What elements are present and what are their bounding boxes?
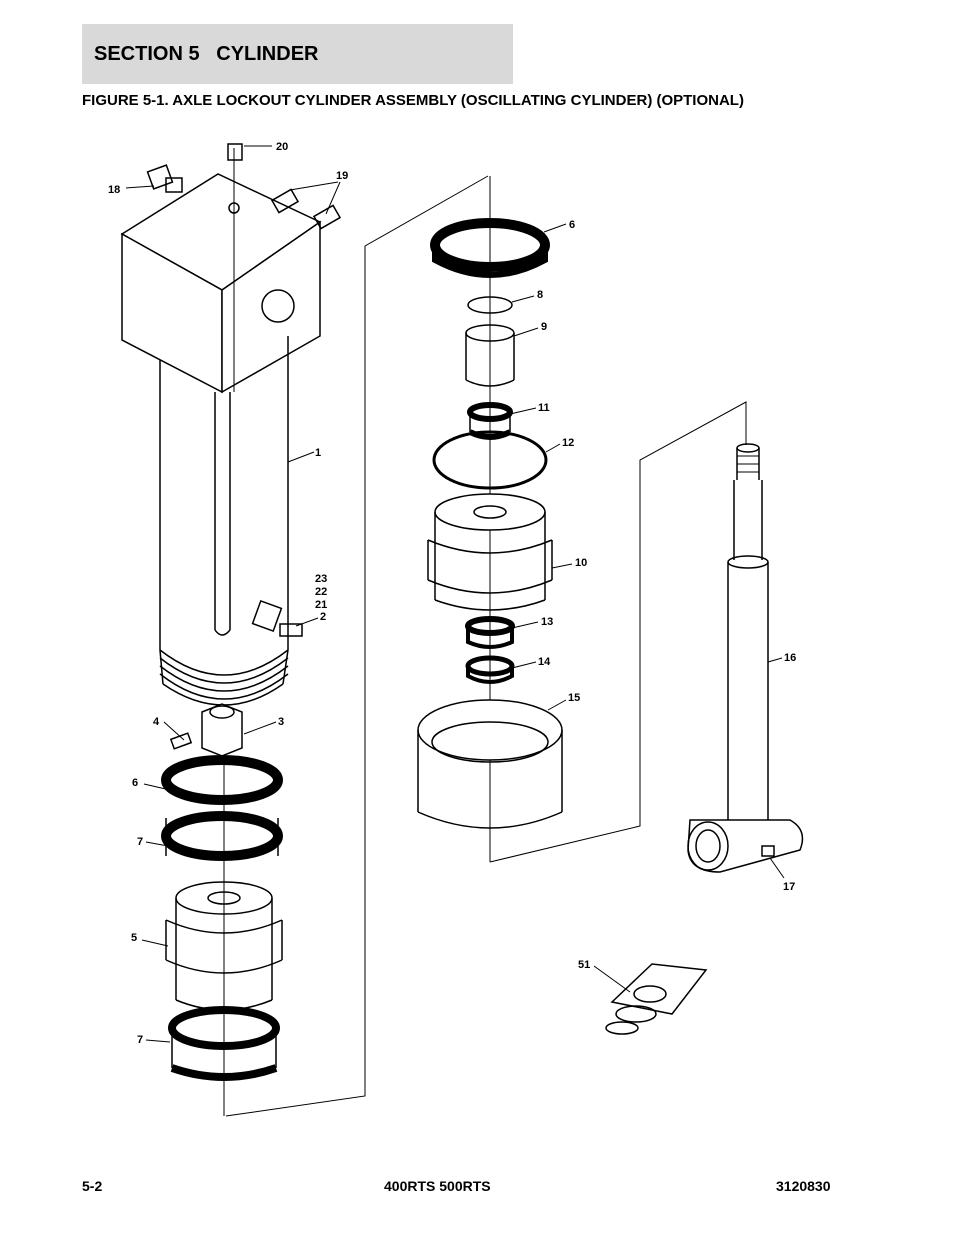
callout-6-right: 6 bbox=[569, 219, 575, 231]
callout-17: 17 bbox=[783, 881, 795, 893]
callout-3: 3 bbox=[278, 716, 284, 728]
callout-22: 22 bbox=[315, 586, 327, 598]
callout-9: 9 bbox=[541, 321, 547, 333]
callout-20: 20 bbox=[276, 141, 288, 153]
cylinder-barrel bbox=[120, 143, 342, 706]
section-header: SECTION 5 CYLINDER bbox=[82, 24, 513, 84]
callout-51: 51 bbox=[578, 959, 590, 971]
gland-nut bbox=[169, 703, 243, 757]
callout-6-left: 6 bbox=[132, 777, 138, 789]
callout-8: 8 bbox=[537, 289, 543, 301]
callout-16: 16 bbox=[784, 652, 796, 664]
callout-7-upper: 7 bbox=[137, 836, 143, 848]
leader-lines bbox=[125, 145, 785, 1043]
callout-23: 23 bbox=[315, 573, 327, 585]
figure-title: FIGURE 5-1. AXLE LOCKOUT CYLINDER ASSEMB… bbox=[82, 92, 744, 109]
callout-15: 15 bbox=[568, 692, 580, 704]
callout-7-lower: 7 bbox=[137, 1034, 143, 1046]
callout-11: 11 bbox=[538, 402, 550, 414]
page-number: 5-2 bbox=[82, 1178, 103, 1194]
piston-rod bbox=[687, 443, 804, 873]
callout-labels: 20 19 18 1 23 22 21 2 3 4 6 7 5 7 6 8 9 … bbox=[108, 141, 796, 1046]
section-title: SECTION 5 CYLINDER bbox=[94, 43, 319, 65]
callout-5: 5 bbox=[131, 932, 137, 944]
model-names: 400RTS 500RTS bbox=[384, 1178, 491, 1194]
callout-2: 2 bbox=[320, 611, 326, 623]
seal-rings-left bbox=[161, 755, 283, 861]
callout-19: 19 bbox=[336, 170, 348, 182]
manual-number: 3120830 bbox=[776, 1178, 831, 1194]
middle-parts bbox=[417, 218, 563, 829]
callout-1: 1 bbox=[315, 447, 321, 459]
callout-4: 4 bbox=[153, 716, 160, 728]
callout-10: 10 bbox=[575, 557, 587, 569]
callout-13: 13 bbox=[541, 616, 553, 628]
seal-kit bbox=[605, 963, 708, 1035]
callout-12: 12 bbox=[562, 437, 574, 449]
callout-14: 14 bbox=[538, 656, 551, 668]
callout-18: 18 bbox=[108, 184, 120, 196]
callout-21: 21 bbox=[315, 599, 327, 611]
